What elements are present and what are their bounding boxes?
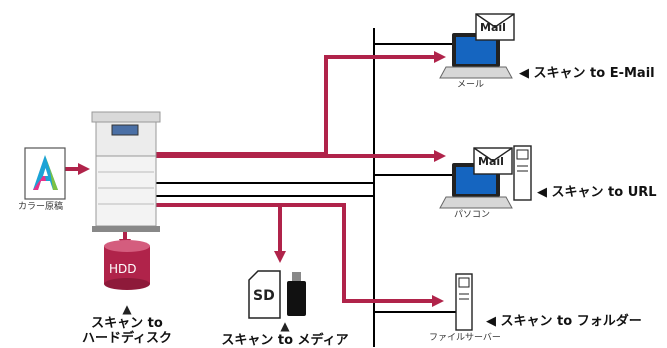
arrowhead-mail <box>434 51 446 63</box>
printer-icon <box>91 111 161 232</box>
sd-label: SD <box>253 288 275 304</box>
pc-device-label: パソコン <box>454 210 491 220</box>
mail-badge: Mail <box>480 21 506 34</box>
original-label: カラー原稿 <box>18 202 64 212</box>
server-icon-pc <box>513 145 532 201</box>
document-a-icon <box>24 147 66 200</box>
mail-badge-pc: Mail <box>478 155 504 168</box>
sd-card-icon <box>248 270 281 319</box>
arrowhead-folder <box>432 295 444 307</box>
mail-device-label: メール <box>457 80 485 90</box>
scan-to-media-caption: ▲ スキャン to メディア <box>210 320 360 347</box>
server-icon <box>455 273 473 331</box>
envelope-icon <box>475 13 515 41</box>
arrowhead-media <box>274 251 286 263</box>
arrowhead-pc <box>434 150 446 162</box>
arrow-to-mail <box>155 55 436 156</box>
scan-to-hdd-caption: ▲ スキャン to ハードディスク <box>72 303 182 345</box>
hdd-icon <box>104 240 150 290</box>
server-device-label: ファイルサーバー <box>429 333 501 343</box>
arrowhead-original <box>78 163 90 175</box>
scan-to-folder-label: ◀ スキャン to フォルダー <box>486 314 642 329</box>
scan-to-url-label: ◀ スキャン to URL <box>537 185 657 200</box>
arrow-to-media <box>155 203 282 253</box>
usb-stick-icon <box>287 272 306 316</box>
up-arrow-icon: ▲ <box>122 302 132 316</box>
hdd-label: HDD <box>109 262 137 276</box>
envelope-icon-pc <box>473 147 513 175</box>
scan-to-email-label: ◀ スキャン to E-Mail <box>519 66 655 81</box>
laptop-icon <box>439 33 513 79</box>
scan-to-hdd-line1: スキャン to <box>91 316 163 331</box>
scan-to-media-label: スキャン to メディア <box>221 333 349 348</box>
scan-to-hdd-line2: ハードディスク <box>81 331 173 346</box>
up-arrow-icon-media: ▲ <box>280 319 290 333</box>
